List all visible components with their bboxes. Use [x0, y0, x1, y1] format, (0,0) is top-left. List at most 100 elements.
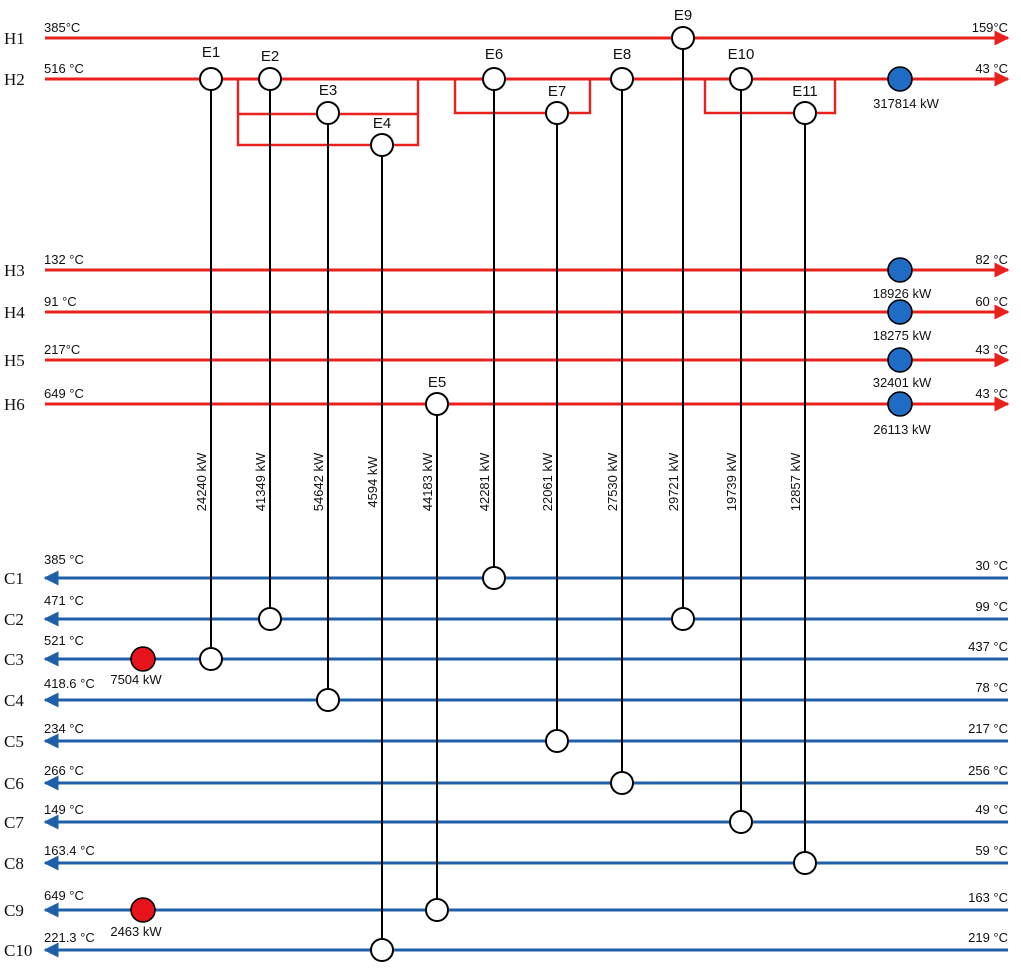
- e7-cold-side: [545, 729, 569, 753]
- h6-outlet-temp: 43 °C: [975, 386, 1008, 401]
- e11-cold-side: [793, 851, 817, 875]
- c9-inlet-temp: 163 °C: [968, 890, 1008, 905]
- stream-id-c2: C2: [4, 610, 24, 629]
- c6-outlet-temp: 266 °C: [44, 763, 84, 778]
- stream-id-c6: C6: [4, 774, 24, 793]
- e2-duty: 41349 kW: [253, 452, 268, 511]
- e7-duty: 22061 kW: [540, 452, 555, 511]
- c3-inlet-temp: 437 °C: [968, 639, 1008, 654]
- h4-outlet-temp: 60 °C: [975, 294, 1008, 309]
- c1-outlet-temp: 385 °C: [44, 552, 84, 567]
- e6-cold-side: [482, 566, 506, 590]
- c3-heater-duty: 7504 kW: [110, 672, 162, 687]
- c8-outlet-temp: 163.4 °C: [44, 843, 95, 858]
- h6-cooler: [887, 391, 913, 417]
- stream-id-c10: C10: [4, 941, 32, 960]
- e1-label: E1: [202, 44, 220, 61]
- h5-outlet-temp: 43 °C: [975, 342, 1008, 357]
- c10-outlet-temp: 221.3 °C: [44, 930, 95, 945]
- stream-id-h4: H4: [4, 303, 25, 322]
- h5-inlet-temp: 217°C: [44, 342, 80, 357]
- e3-duty: 54642 kW: [311, 452, 326, 511]
- e10-label: E10: [728, 46, 755, 63]
- e5-hot-side: [425, 392, 449, 416]
- e4-hot-side: [370, 133, 394, 157]
- stream-id-c3: C3: [4, 650, 24, 669]
- e2-label: E2: [261, 48, 279, 65]
- e9-duty: 29721 kW: [666, 452, 681, 511]
- e6-hot-side: [482, 67, 506, 91]
- stream-id-h2: H2: [4, 70, 25, 89]
- e3-label: E3: [319, 82, 337, 99]
- e1-hot-side: [199, 67, 223, 91]
- c2-outlet-temp: 471 °C: [44, 593, 84, 608]
- stream-id-c1: C1: [4, 569, 24, 588]
- h2-cooler-duty: 317814 kW: [873, 96, 939, 111]
- h2-outlet-temp: 43 °C: [975, 61, 1008, 76]
- c7-outlet-temp: 149 °C: [44, 802, 84, 817]
- h2-split-branch-4: [703, 79, 837, 115]
- c9-outlet-temp: 649 °C: [44, 888, 84, 903]
- c1-inlet-temp: 30 °C: [975, 558, 1008, 573]
- e8-duty: 27530 kW: [605, 452, 620, 511]
- e10-cold-side: [729, 810, 753, 834]
- stream-id-c9: C9: [4, 901, 24, 920]
- c6-inlet-temp: 256 °C: [968, 763, 1008, 778]
- e6-duty: 42281 kW: [477, 452, 492, 511]
- c10-inlet-temp: 219 °C: [968, 930, 1008, 945]
- h3-cooler: [887, 257, 913, 283]
- h2-cooler: [887, 66, 913, 92]
- e1-cold-side: [199, 647, 223, 671]
- e4-duty: 4594 kW: [365, 456, 380, 508]
- stream-id-h1: H1: [4, 29, 25, 48]
- h5-cooler: [887, 347, 913, 373]
- h4-cooler: [887, 299, 913, 325]
- c9-heater: [130, 897, 156, 923]
- e4-cold-side: [370, 938, 394, 962]
- c3-outlet-temp: 521 °C: [44, 633, 84, 648]
- e7-hot-side: [545, 101, 569, 125]
- e8-label: E8: [613, 46, 631, 63]
- c2-inlet-temp: 99 °C: [975, 599, 1008, 614]
- c3-heater: [130, 646, 156, 672]
- h3-cooler-duty: 18926 kW: [873, 286, 932, 301]
- e3-cold-side: [316, 688, 340, 712]
- e7-label: E7: [548, 83, 566, 100]
- e9-hot-side: [671, 26, 695, 50]
- h6-cooler-duty: 26113 kW: [873, 422, 931, 437]
- stream-id-c4: C4: [4, 691, 24, 710]
- c8-inlet-temp: 59 °C: [975, 843, 1008, 858]
- e9-cold-side: [671, 607, 695, 631]
- h3-outlet-temp: 82 °C: [975, 252, 1008, 267]
- e11-hot-side: [793, 101, 817, 125]
- c7-inlet-temp: 49 °C: [975, 802, 1008, 817]
- stream-id-h3: H3: [4, 261, 25, 280]
- e5-cold-side: [425, 898, 449, 922]
- h2-split-branch-3: [453, 79, 592, 115]
- stream-id-c8: C8: [4, 854, 24, 873]
- h1-inlet-temp: 385°C: [44, 20, 80, 35]
- e4-label: E4: [373, 115, 391, 132]
- e11-duty: 12857 kW: [788, 452, 803, 511]
- c4-outlet-temp: 418.6 °C: [44, 676, 95, 691]
- e2-hot-side: [258, 67, 282, 91]
- h2-inlet-temp: 516 °C: [44, 61, 84, 76]
- h5-cooler-duty: 32401 kW: [873, 375, 932, 390]
- c5-outlet-temp: 234 °C: [44, 721, 84, 736]
- e9-label: E9: [674, 7, 692, 24]
- stream-id-h6: H6: [4, 395, 25, 414]
- c4-inlet-temp: 78 °C: [975, 680, 1008, 695]
- e8-cold-side: [610, 771, 634, 795]
- stream-id-h5: H5: [4, 351, 25, 370]
- h3-inlet-temp: 132 °C: [44, 252, 84, 267]
- c5-inlet-temp: 217 °C: [968, 721, 1008, 736]
- e10-duty: 19739 kW: [724, 452, 739, 511]
- h4-inlet-temp: 91 °C: [44, 294, 77, 309]
- e1-duty: 24240 kW: [194, 452, 209, 511]
- stream-id-c5: C5: [4, 732, 24, 751]
- e3-hot-side: [316, 101, 340, 125]
- e10-hot-side: [729, 67, 753, 91]
- h1-outlet-temp: 159°C: [972, 20, 1008, 35]
- h4-cooler-duty: 18275 kW: [873, 328, 932, 343]
